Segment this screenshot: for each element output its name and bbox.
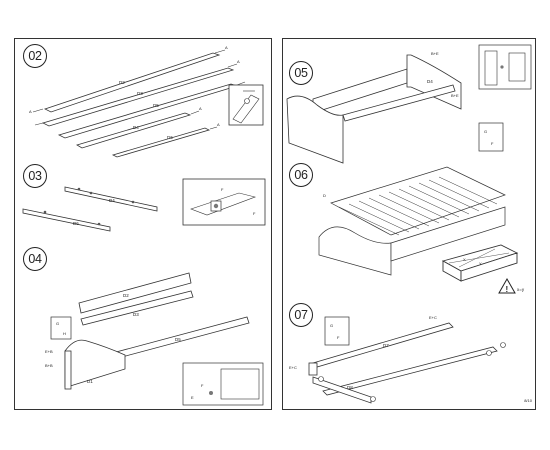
step-07-illustration: D7 D8 E+C E+C G F (289, 315, 506, 404)
part-label-d7: D7 (383, 343, 389, 348)
hardware-label-be: B+E (451, 93, 459, 98)
part-label-d3: D3 (137, 91, 143, 96)
instruction-panel-left: 02 D2 D3 D5 D4 D6 A A A A A (14, 38, 272, 410)
step-02-illustration: D2 D3 D5 D4 D6 A A A A A (29, 45, 264, 158)
hardware-label-bb: B+B (45, 363, 53, 368)
hardware-label-ec: E+C (429, 315, 437, 320)
step-04-illustration: D2 D3 D1 D5 G H E F E+B B+B (45, 272, 264, 406)
step-03-illustration: D4 D6 F F (22, 178, 266, 232)
measurement-note: x=y (517, 287, 525, 292)
step-number-05: 05 (289, 61, 313, 85)
part-label-d5: D5 (175, 337, 181, 342)
step-06-illustration: D X Y ! x=y (318, 166, 525, 294)
hardware-label-f: F (253, 211, 256, 216)
part-label-d4: D4 (133, 125, 139, 130)
part-label-d8: D8 (347, 385, 353, 390)
hardware-label-f: F (337, 335, 340, 340)
step-number-02: 02 (23, 44, 47, 68)
hardware-label-ec: E+C (289, 365, 297, 370)
part-label-d6: D6 (73, 221, 79, 226)
hardware-label-f: F (201, 383, 204, 388)
hardware-label-a: A (225, 45, 228, 50)
step-number-04: 04 (23, 247, 47, 271)
hardware-label-f: F (221, 187, 224, 192)
hardware-label-g: G (484, 129, 487, 134)
hardware-label-a: A (199, 106, 202, 111)
hardware-label-a: A (29, 109, 32, 114)
step-number-07: 07 (289, 303, 313, 327)
part-label-d2: D2 (123, 293, 129, 298)
diagonal-label-y: Y (479, 261, 482, 266)
step-number-03: 03 (23, 164, 47, 188)
instruction-panel-right: 05 D4 B+E B+E G F 06 (282, 38, 536, 410)
hardware-label-g: G (330, 323, 333, 328)
part-label-d4: D4 (427, 79, 433, 84)
hardware-label-eb: E+B (45, 349, 53, 354)
hardware-label-h: H (63, 331, 66, 336)
diagonal-label-x: X (463, 257, 466, 262)
warning-triangle-icon: ! (498, 277, 516, 294)
hardware-label-a: A (237, 59, 240, 64)
svg-text:!: ! (506, 285, 509, 294)
hardware-label-f: F (491, 141, 494, 146)
part-label-d1: D1 (87, 379, 93, 384)
page-number: 8/10 (524, 398, 532, 403)
hardware-label-e: E (191, 395, 194, 400)
part-label-d6: D6 (167, 135, 173, 140)
step-number-06: 06 (289, 163, 313, 187)
part-label-d4: D4 (109, 198, 115, 203)
hardware-label-a: A (217, 122, 220, 127)
part-label-d3: D3 (133, 312, 139, 317)
part-label-d: D (323, 193, 326, 198)
part-label-d5: D5 (153, 103, 159, 108)
hardware-label-be: B+E (431, 51, 439, 56)
part-label-d2: D2 (119, 80, 125, 85)
hardware-label-g: G (56, 321, 59, 326)
step-05-illustration: D4 B+E B+E G F (286, 44, 532, 164)
